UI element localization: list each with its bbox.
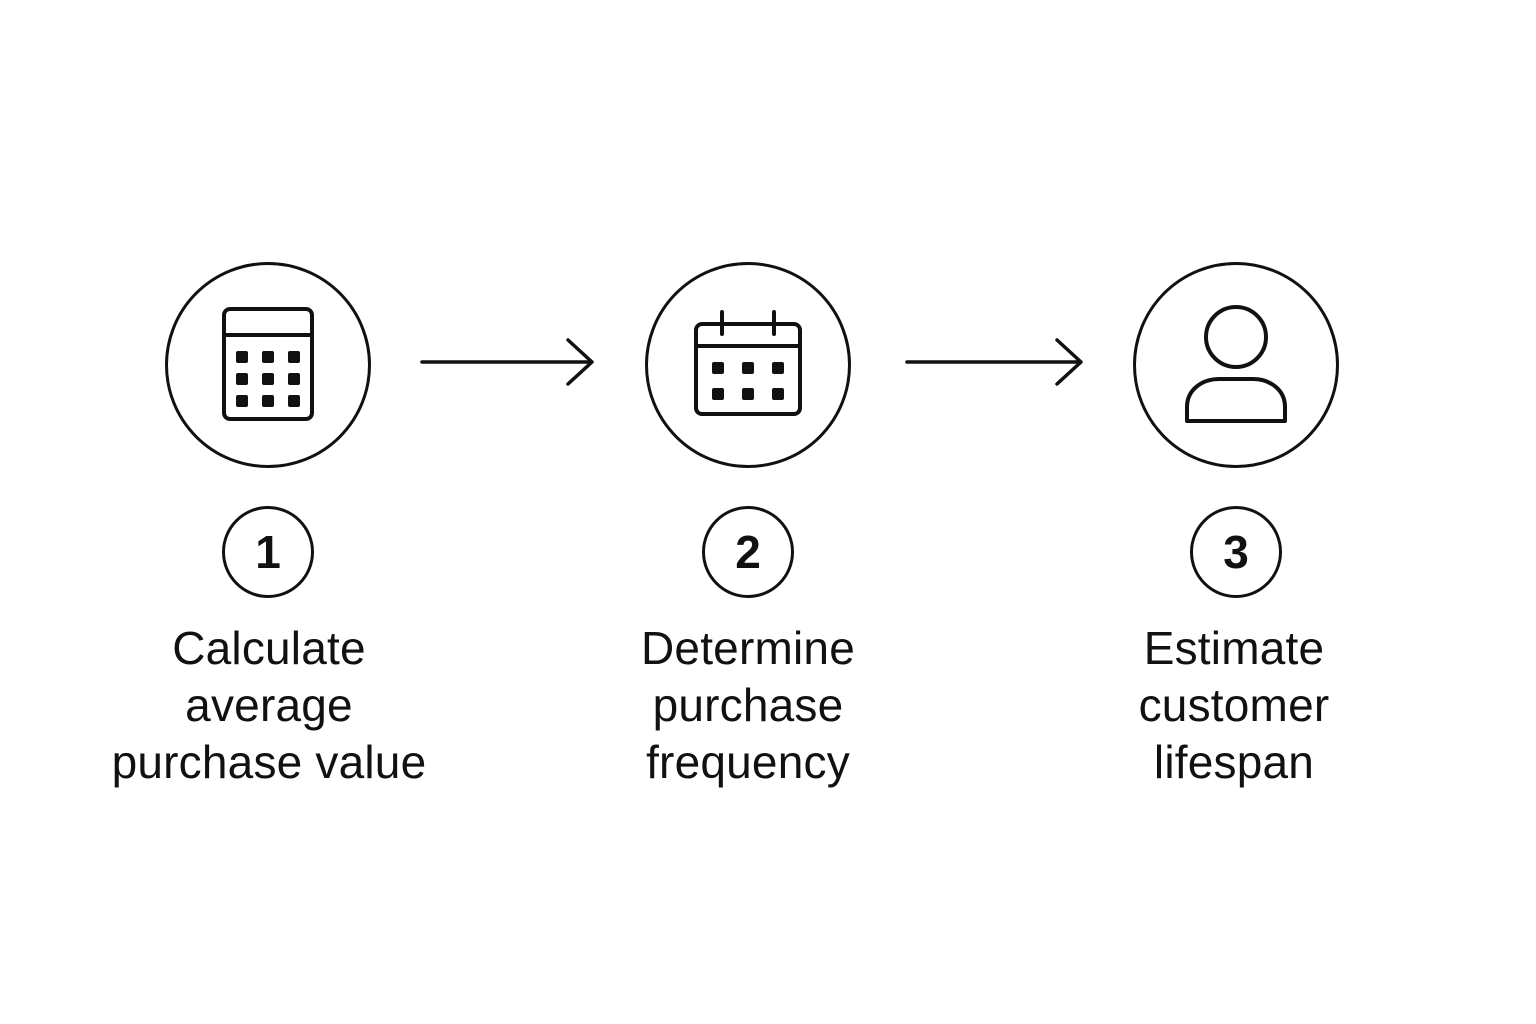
step-2-label: Determine purchase frequency bbox=[641, 622, 855, 788]
step-2-icon-circle bbox=[645, 262, 851, 468]
arrow-right-icon bbox=[420, 338, 594, 386]
arrow-right-icon bbox=[905, 338, 1083, 386]
user-icon bbox=[1185, 305, 1287, 423]
step-1-number-badge: 1 bbox=[222, 506, 314, 598]
step-2-number: 2 bbox=[735, 526, 761, 578]
step-1-icon-circle bbox=[165, 262, 371, 468]
step-1-number: 1 bbox=[255, 526, 281, 578]
calculator-icon bbox=[222, 307, 314, 421]
step-2-number-badge: 2 bbox=[702, 506, 794, 598]
step-3-icon-circle bbox=[1133, 262, 1339, 468]
calendar-icon bbox=[694, 310, 802, 416]
step-3-number: 3 bbox=[1223, 526, 1249, 578]
step-3-label: Estimate customer lifespan bbox=[1138, 622, 1330, 788]
step-1-label: Calculate average purchase value bbox=[111, 622, 427, 788]
step-3-number-badge: 3 bbox=[1190, 506, 1282, 598]
